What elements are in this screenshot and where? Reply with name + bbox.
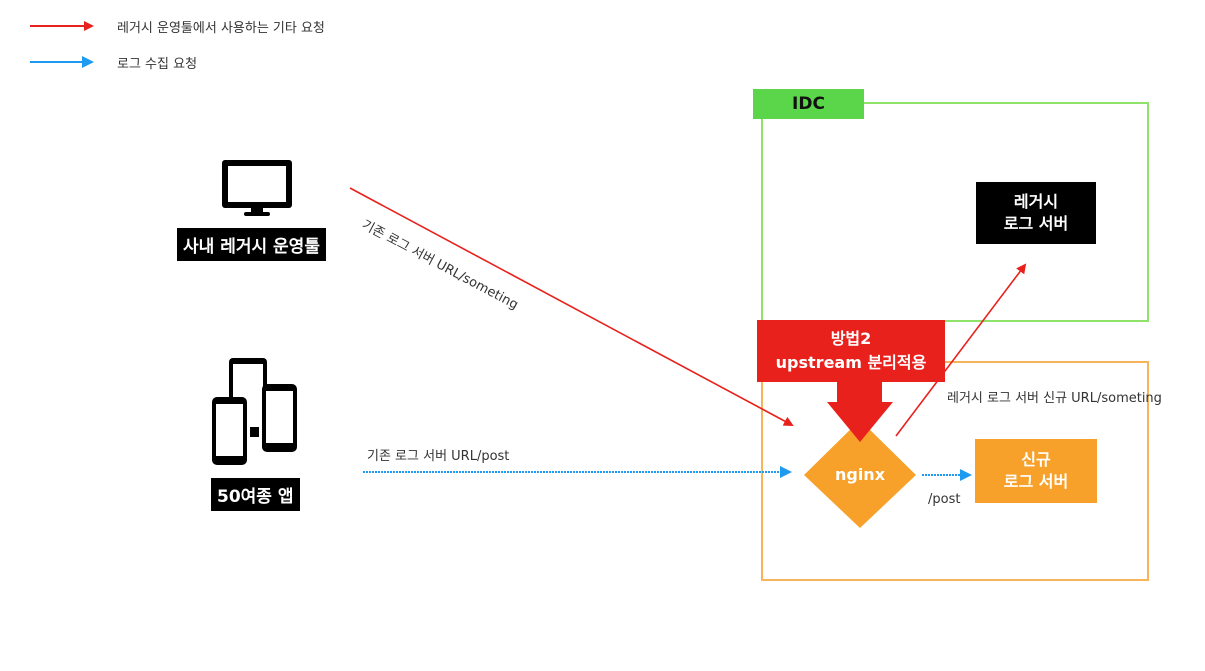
method-box: 방법2 upstream 분리적용 <box>757 320 945 382</box>
new-log-server: 신규 로그 서버 <box>975 439 1097 503</box>
nginx-diamond <box>804 420 916 528</box>
method-title: 방법2 <box>830 329 872 348</box>
idc-tab: IDC <box>753 89 864 119</box>
edge-label-nginx-to-legacy: 레거시 로그 서버 신규 URL/someting <box>947 391 1162 406</box>
edge-nginx-to-legacy <box>895 263 1027 437</box>
internal-tool-label: 사내 레거시 운영툴 <box>177 228 326 261</box>
edge-label-apps-to-nginx: 기존 로그 서버 URL/post <box>367 449 510 464</box>
edge-label-nginx-to-new: /post <box>928 492 961 507</box>
nginx-label: nginx <box>834 465 886 484</box>
legacy-log-server-line2: 로그 서버 <box>1003 214 1069 233</box>
method-arrow <box>827 374 893 442</box>
new-log-server-line2: 로그 서버 <box>1003 472 1069 491</box>
idc-box <box>761 102 1149 322</box>
apps-label: 50여종 앱 <box>211 478 300 511</box>
legend-blue-label: 로그 수집 요청 <box>117 57 198 72</box>
new-log-server-line1: 신규 <box>1021 450 1051 469</box>
legend-red-label: 레거시 운영툴에서 사용하는 기타 요청 <box>117 21 325 36</box>
method-subtitle: upstream 분리적용 <box>775 353 927 372</box>
edge-tool-to-nginx <box>349 187 794 426</box>
legacy-log-server: 레거시 로그 서버 <box>976 182 1096 244</box>
smartphones-icon <box>212 358 297 465</box>
legacy-log-server-line1: 레거시 <box>1013 192 1059 211</box>
monitor-icon <box>222 160 292 216</box>
